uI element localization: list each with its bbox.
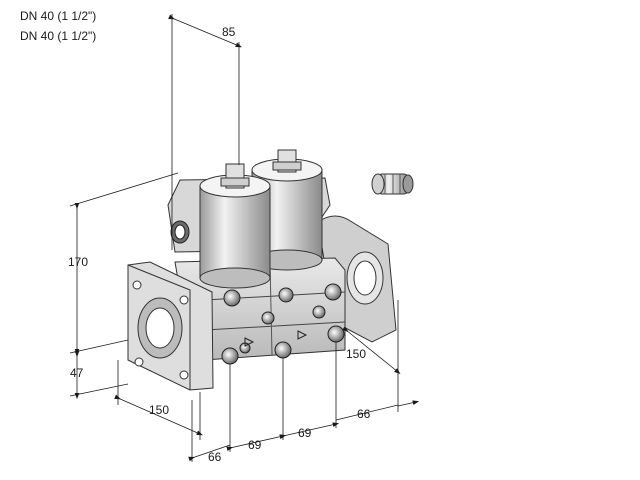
dim-top-width: 85 (222, 25, 236, 39)
dim-offset-left: 66 (208, 450, 222, 464)
title-line-2: DN 40 (1 1/2") (20, 29, 97, 43)
dim-flange-right: 150 (346, 347, 366, 361)
dim-pitch-1: 69 (248, 438, 262, 452)
dim-height-total: 170 (68, 255, 88, 269)
dim-height-lower: 47 (70, 366, 84, 380)
flow-arrow-2 (297, 330, 308, 340)
title-line-1: DN 40 (1 1/2") (20, 9, 97, 23)
dim-offset-right: 66 (357, 407, 371, 421)
dim-flange-left: 150 (149, 403, 169, 417)
flow-arrow-1 (244, 337, 255, 347)
dimension-lines (69, 14, 420, 462)
cable-gland (371, 173, 414, 195)
solenoid-coil-left (199, 163, 271, 289)
body-bolts (221, 283, 345, 365)
dim-pitch-2: 69 (298, 426, 312, 440)
